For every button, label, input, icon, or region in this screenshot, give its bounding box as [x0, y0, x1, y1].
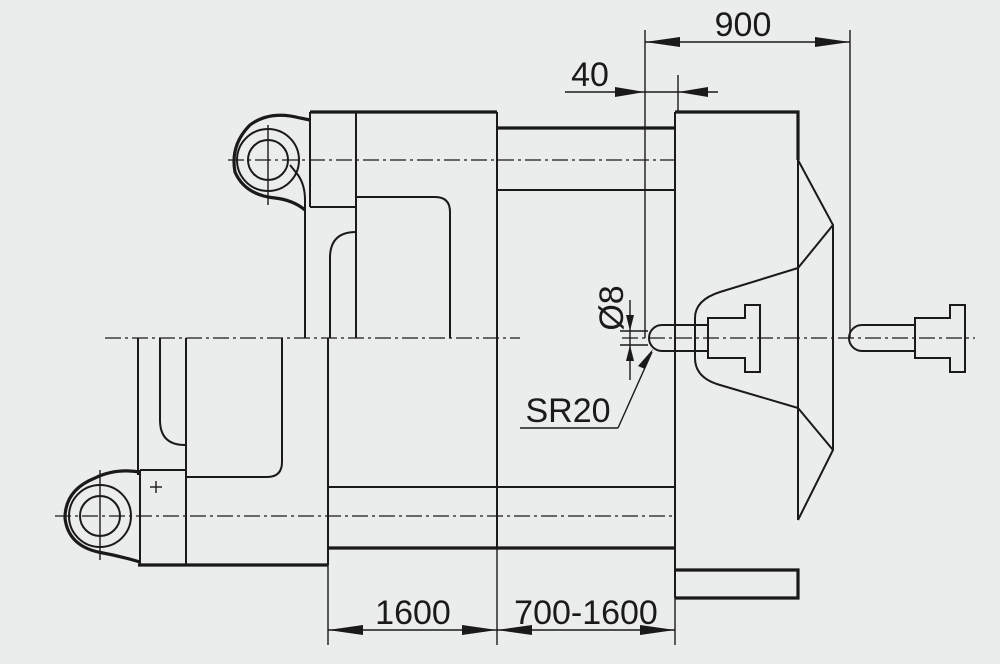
dim-40: 40: [565, 56, 718, 112]
center-lines: [55, 159, 975, 517]
lug-upper: [232, 113, 311, 212]
label-1600: 1600: [375, 594, 451, 632]
tie-bar-section: [327, 126, 675, 565]
dim-900: 900: [644, 6, 851, 338]
label-40: 40: [571, 56, 609, 94]
upper-platen: [289, 110, 498, 548]
dim-diameter: Ø8: [593, 285, 648, 380]
label-700-1600: 700-1600: [514, 594, 658, 632]
lower-platen: [137, 338, 328, 567]
label-diameter: Ø8: [593, 285, 631, 330]
fixed-platen: [674, 110, 834, 600]
label-900: 900: [715, 6, 772, 44]
dim-1600: 1600: [327, 548, 498, 645]
label-sr20: SR20: [525, 392, 610, 430]
dim-700-1600: 700-1600: [497, 594, 676, 645]
dim-sr20: SR20: [520, 349, 653, 430]
